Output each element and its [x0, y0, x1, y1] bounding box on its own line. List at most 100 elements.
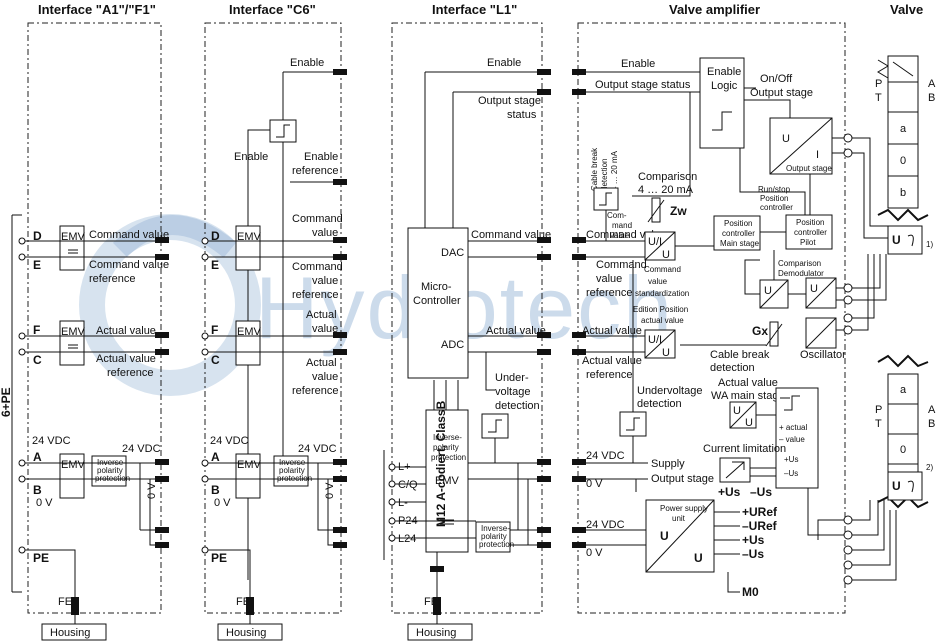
svg-text:U/I: U/I	[648, 236, 662, 248]
label-supply: Supply	[651, 458, 685, 470]
schmitt-undervoltage-amp	[619, 411, 647, 437]
label-output-stage-status-amp: Output stage status	[595, 79, 691, 91]
label-std-2: value	[648, 277, 668, 286]
svg-text:EMV: EMV	[237, 459, 262, 471]
svg-text:protection: protection	[431, 453, 466, 462]
label-actual-minus-1: + actual	[779, 423, 807, 432]
svg-text:a: a	[900, 123, 907, 135]
label-actual-value-c6-1: Actual	[306, 309, 337, 321]
label-std-3: standardization	[635, 289, 689, 298]
pin-b: B	[33, 483, 42, 497]
label-output-stage-inner: Output stage	[786, 164, 832, 173]
valve: P T A B a 0 b U 1) P T A B a 0 b U 2	[852, 55, 936, 581]
label-cable-break2-2: detection	[710, 362, 755, 374]
label-micro-controller-2: Controller	[413, 295, 461, 307]
pin-l24: L24	[398, 533, 416, 545]
label-runstop-2: Position	[760, 194, 788, 203]
pin-a: A	[33, 450, 42, 464]
valve-solenoid-2	[887, 471, 923, 501]
label-command-ref-amp-1: Command	[596, 259, 647, 271]
label-onoff-1: On/Off	[760, 73, 793, 85]
pin-d-c6: D	[211, 229, 220, 243]
label-std-1: Command	[644, 265, 681, 274]
label-cable-break-2: detection	[600, 159, 609, 191]
label-comparison-1: Comparison	[638, 171, 697, 183]
svg-text:0 V: 0 V	[324, 482, 336, 499]
svg-text:Position: Position	[724, 219, 752, 228]
emv-box-ab	[59, 453, 85, 499]
frame-l1	[391, 22, 543, 614]
label-actual-value-ref-c6-2: value	[312, 371, 338, 383]
inverse-polarity-l1	[475, 521, 511, 553]
pin-cq: C/Q	[398, 479, 418, 491]
label-enable-ref-c6-2: reference	[292, 165, 338, 177]
interface-l1: Enable Output stage status DAC Micro- Co…	[383, 57, 551, 641]
label-0v-a1-left: 0 V	[36, 497, 53, 509]
valve-label-b1: B	[928, 92, 935, 104]
svg-text:Pilot: Pilot	[800, 238, 816, 247]
valve-label-b2: B	[928, 418, 935, 430]
housing-label-a1: Housing	[50, 627, 90, 639]
resistor-zw	[651, 197, 661, 223]
header-valve-amplifier: Valve amplifier	[669, 2, 760, 17]
label-enable-logic-1: Enable	[707, 66, 741, 78]
svg-text:Housing: Housing	[226, 627, 266, 639]
inverse-polarity-c6	[273, 455, 309, 487]
valve-note-2: 2)	[926, 463, 933, 472]
label-actual-value-a1: Actual value	[96, 325, 156, 337]
header-valve: Valve	[890, 2, 923, 17]
valve-label-t1: T	[875, 92, 882, 104]
label-24vdc-amp: 24 VDC	[586, 450, 625, 462]
label-0v-a1-right: 0 V	[146, 482, 158, 499]
position-controller-pilot	[785, 214, 833, 250]
emv-box-de	[59, 225, 85, 271]
svg-text:protection: protection	[479, 540, 514, 549]
label-enable-left-c6: Enable	[234, 151, 268, 163]
label-enable-l1: Enable	[487, 57, 521, 69]
emv-box-ab-c6	[235, 453, 261, 499]
svg-text:U: U	[764, 285, 772, 297]
pin-f: F	[33, 323, 40, 337]
label-comp-demod-1: Comparison	[778, 259, 821, 268]
valve-label-p2: P	[875, 404, 882, 416]
label-dac: DAC	[441, 247, 464, 259]
header-interface-c6: Interface "C6"	[229, 2, 316, 17]
label-cable-break-3: 4 … 20 mA	[610, 150, 619, 191]
svg-text:U: U	[733, 405, 741, 417]
valve-spool-a	[887, 111, 919, 145]
label-runstop-1: Run/stop	[758, 185, 791, 194]
svg-text:0: 0	[900, 155, 906, 167]
emv-box-fc	[59, 320, 85, 366]
label-command-small-1: Com-	[607, 211, 627, 220]
schmitt-trigger-l1	[481, 413, 509, 439]
svg-text:U: U	[782, 133, 790, 145]
svg-text:controller: controller	[722, 229, 755, 238]
housing-l1	[407, 623, 473, 641]
label-runstop-3: controller	[760, 203, 793, 212]
label-zw: Zw	[670, 204, 687, 218]
label-enable-c6: Enable	[290, 57, 324, 69]
pin-pe: PE	[33, 551, 49, 565]
svg-text:polarity: polarity	[433, 443, 459, 452]
label-command-value-ref-a1-2: reference	[89, 273, 135, 285]
label-actual-value-ref-c6-1: Actual	[306, 357, 337, 369]
svg-text:U: U	[662, 249, 670, 261]
emv-box-fc-c6	[235, 320, 261, 366]
label-actual-ref-amp-2: reference	[586, 369, 632, 381]
label-adc: ADC	[441, 339, 464, 351]
svg-text:a: a	[900, 384, 907, 396]
housing-c6	[217, 623, 283, 641]
label-cable-break2-1: Cable break	[710, 349, 770, 361]
emv-label-ab: EMV	[61, 459, 86, 471]
label-actual-value-ref-a1-1: Actual value	[96, 353, 156, 365]
label-output-stage-status-l1-1: Output stage	[478, 95, 541, 107]
frame-c6	[204, 22, 342, 614]
label-command-value-ref-c6-2: value	[312, 275, 338, 287]
pin-f-c6: F	[211, 323, 218, 337]
label-actual-ref-amp-1: Actual value	[582, 355, 642, 367]
housing-a1	[41, 623, 107, 641]
label-command-value-ref-c6-1: Command	[292, 261, 343, 273]
svg-text:0: 0	[900, 444, 906, 456]
valve-label-a2: A	[928, 404, 936, 416]
